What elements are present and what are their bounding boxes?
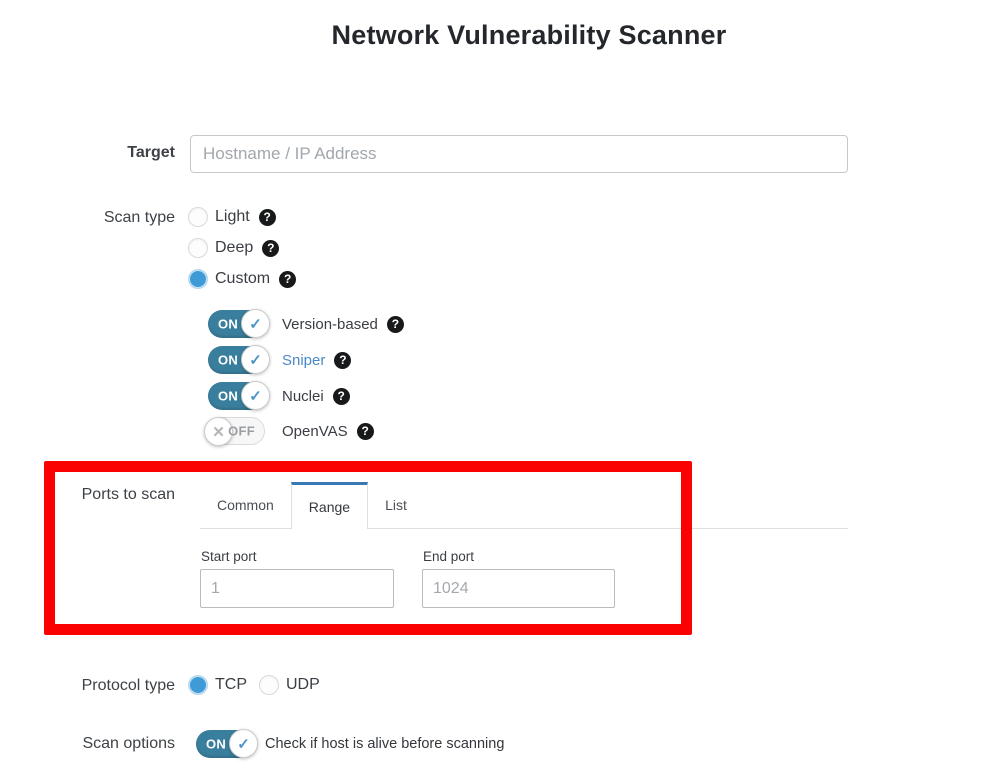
toggle-host-alive-check[interactable]: ON ✓ bbox=[196, 729, 258, 758]
help-icon[interactable]: ? bbox=[258, 208, 276, 226]
scan-type-option-deep[interactable]: Deep ? bbox=[188, 237, 280, 259]
toggle-openvas[interactable]: ✕ OFF bbox=[204, 417, 265, 446]
tab-range[interactable]: Range bbox=[290, 482, 369, 529]
help-icon[interactable]: ? bbox=[334, 351, 352, 369]
radio-label: Deep bbox=[215, 239, 254, 256]
tool-label-openvas: OpenVAS bbox=[282, 422, 348, 440]
protocol-option-udp[interactable]: UDP bbox=[286, 676, 320, 693]
help-icon[interactable]: ? bbox=[386, 315, 404, 333]
tool-row-openvas: ✕ OFF OpenVAS ? bbox=[204, 417, 374, 446]
page-title: Network Vulnerability Scanner bbox=[331, 20, 727, 50]
protocol-option-tcp[interactable]: TCP bbox=[215, 676, 247, 693]
toggle-nuclei[interactable]: ON ✓ bbox=[208, 381, 270, 410]
scan-type-option-light[interactable]: Light ? bbox=[188, 206, 276, 228]
help-icon[interactable]: ? bbox=[262, 239, 280, 257]
end-port-input[interactable] bbox=[422, 569, 615, 608]
tool-label-version-based: Version-based bbox=[282, 315, 378, 333]
tool-row-version-based: ON ✓ Version-based ? bbox=[208, 309, 404, 338]
scan-type-label: Scan type bbox=[103, 209, 175, 226]
check-icon: ✓ bbox=[241, 345, 270, 374]
scan-options-label: Scan options bbox=[82, 735, 175, 752]
check-icon: ✓ bbox=[241, 309, 270, 338]
toggle-state-label: OFF bbox=[228, 423, 255, 439]
tool-label-nuclei: Nuclei bbox=[282, 387, 324, 405]
radio-checked-icon[interactable] bbox=[188, 675, 208, 695]
help-icon[interactable]: ? bbox=[356, 422, 374, 440]
host-alive-check-label: Check if host is alive before scanning bbox=[265, 736, 505, 752]
end-port-label: End port bbox=[423, 549, 475, 564]
radio-label: Light bbox=[215, 208, 250, 225]
protocol-options: TCP UDP bbox=[188, 674, 320, 696]
help-icon[interactable]: ? bbox=[279, 270, 297, 288]
ports-tab-bar: Common Range List bbox=[200, 482, 848, 529]
target-label: Target bbox=[127, 144, 175, 161]
protocol-type-label: Protocol type bbox=[81, 677, 175, 694]
radio-label: Custom bbox=[215, 270, 271, 287]
radio-checked-icon[interactable] bbox=[188, 269, 208, 289]
ports-to-scan-label: Ports to scan bbox=[81, 486, 175, 503]
scan-options-row: ON ✓ Check if host is alive before scann… bbox=[196, 729, 505, 758]
cross-icon: ✕ bbox=[204, 417, 233, 446]
toggle-state-label: ON bbox=[218, 316, 239, 332]
check-icon: ✓ bbox=[229, 729, 258, 758]
toggle-sniper[interactable]: ON ✓ bbox=[208, 345, 270, 374]
toggle-version-based[interactable]: ON ✓ bbox=[208, 309, 270, 338]
tool-row-sniper: ON ✓ Sniper ? bbox=[208, 345, 352, 374]
radio-icon[interactable] bbox=[188, 238, 208, 258]
radio-icon[interactable] bbox=[188, 207, 208, 227]
toggle-state-label: ON bbox=[218, 352, 239, 368]
toggle-state-label: ON bbox=[218, 388, 239, 404]
tab-common[interactable]: Common bbox=[217, 497, 274, 513]
help-icon[interactable]: ? bbox=[332, 387, 350, 405]
check-icon: ✓ bbox=[241, 381, 270, 410]
start-port-input[interactable] bbox=[200, 569, 394, 608]
tab-list[interactable]: List bbox=[385, 497, 407, 513]
tool-row-nuclei: ON ✓ Nuclei ? bbox=[208, 381, 350, 410]
target-input[interactable] bbox=[190, 135, 848, 173]
radio-icon[interactable] bbox=[259, 675, 279, 695]
toggle-state-label: ON bbox=[206, 736, 227, 752]
scan-type-option-custom[interactable]: Custom ? bbox=[188, 268, 297, 290]
start-port-label: Start port bbox=[201, 549, 257, 564]
tool-label-sniper-link[interactable]: Sniper bbox=[282, 351, 326, 369]
